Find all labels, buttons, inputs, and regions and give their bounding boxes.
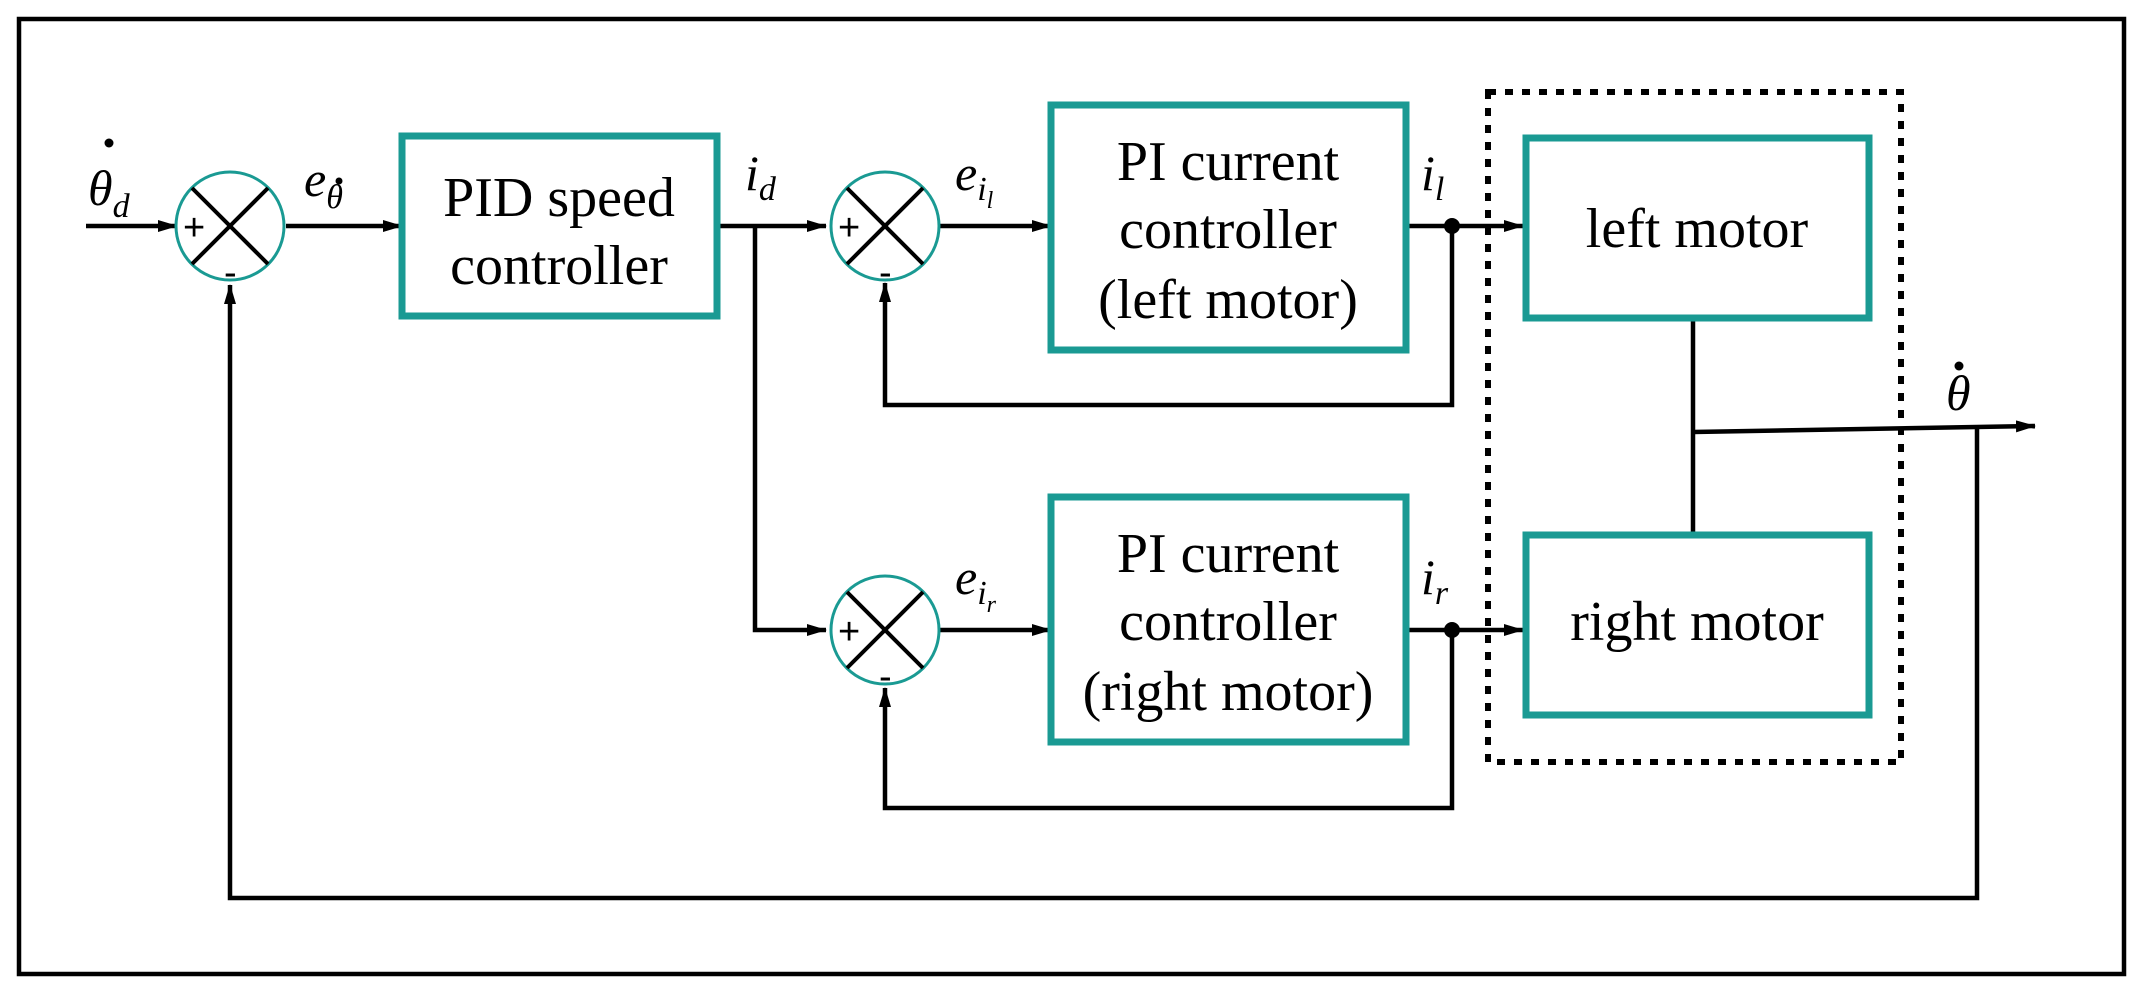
summing-junction-speed: + - (174, 170, 286, 294)
junction-dot-right (1444, 622, 1460, 638)
i-l-base: i (1421, 145, 1435, 201)
pid-speed-controller-block: PID speed controller (398, 132, 721, 320)
svg-text:eθ: eθ (304, 151, 343, 216)
sum1-plus: + (183, 207, 205, 249)
sum3-plus: + (838, 611, 860, 653)
pid-line-1: PID speed (443, 167, 675, 229)
sum2-plus: + (838, 207, 860, 249)
signal-wires (86, 218, 2036, 901)
theta-d-dot-mark (104, 138, 114, 148)
pi-current-controller-left-block: PI current controller (left motor) (1047, 101, 1410, 354)
wire-feedback-speed (224, 284, 1980, 901)
i-r-sub: r (1435, 575, 1449, 612)
svg-text:il: il (1421, 145, 1444, 208)
i-d-sub: d (759, 171, 777, 208)
label-i-d: id (745, 145, 777, 208)
label-theta-dot-output: θ (1946, 361, 1971, 421)
summing-junction-right-current: + - (829, 574, 941, 698)
pi-left-line-1: PI current (1117, 131, 1340, 193)
pi-left-line-2: controller (1119, 199, 1337, 261)
svg-text:id: id (745, 145, 777, 208)
svg-text:eir: eir (955, 549, 997, 618)
label-e-ir: eir (955, 549, 997, 618)
summing-junction-left-current: + - (829, 170, 941, 294)
label-e-theta-dot: eθ (304, 151, 343, 216)
e-il-sub: i (977, 171, 986, 208)
wire-feedback-right (879, 630, 1455, 811)
pi-right-line-3: (right motor) (1083, 661, 1374, 723)
wire-i-d-branch (752, 226, 827, 636)
i-r-base: i (1421, 549, 1435, 605)
pi-current-controller-right-block: PI current controller (right motor) (1047, 493, 1410, 746)
e-theta-sub: θ (326, 179, 343, 216)
theta-d-sub: d (113, 188, 131, 225)
label-i-l: il (1421, 145, 1444, 208)
theta-output-base: θ (1946, 365, 1971, 421)
right-motor-label: right motor (1570, 591, 1824, 653)
svg-text:eil: eil (955, 145, 994, 214)
i-d-base: i (745, 145, 759, 201)
e-il-base: e (955, 145, 977, 201)
e-il-subsub: l (987, 188, 994, 214)
theta-output-dot-mark (1954, 361, 1964, 371)
e-ir-sub: i (977, 575, 986, 612)
e-ir-base: e (955, 549, 977, 605)
left-motor-block: left motor (1522, 134, 1873, 322)
e-theta-base: e (304, 151, 326, 207)
theta-d-base: θ (88, 160, 113, 216)
junction-dot-left (1444, 218, 1460, 234)
e-ir-subsub: r (987, 592, 997, 618)
sum2-minus: - (879, 252, 892, 294)
label-i-r: ir (1421, 549, 1449, 612)
wire-output (1692, 420, 2036, 435)
pid-line-2: controller (450, 235, 668, 297)
wire-feedback-left (879, 226, 1455, 408)
pi-right-line-2: controller (1119, 591, 1337, 653)
right-motor-block: right motor (1522, 531, 1873, 719)
diagram-frame (16, 16, 2127, 977)
i-l-sub: l (1435, 171, 1444, 208)
svg-text:θd: θd (88, 160, 131, 225)
e-theta-dot-mark (335, 177, 343, 185)
svg-text:ir: ir (1421, 549, 1449, 612)
sum3-minus: - (879, 656, 892, 698)
left-motor-label: left motor (1586, 198, 1809, 260)
label-theta-d-dot: θd (88, 138, 131, 225)
pi-right-line-1: PI current (1117, 523, 1340, 585)
sum1-minus: - (224, 252, 237, 294)
label-e-il: eil (955, 145, 994, 214)
pi-left-line-3: (left motor) (1098, 269, 1358, 331)
